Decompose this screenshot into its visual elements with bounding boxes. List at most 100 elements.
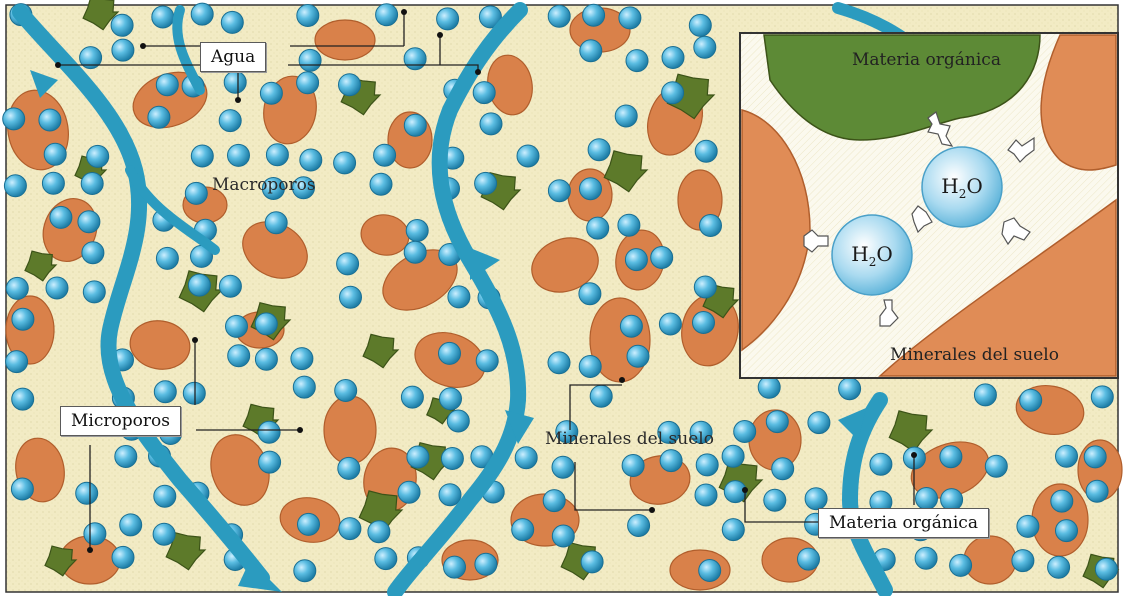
water-droplet (12, 308, 34, 330)
water-droplet (437, 8, 459, 30)
water-droplet (115, 446, 137, 468)
water-droplet (627, 345, 649, 367)
water-droplet (950, 554, 972, 576)
water-droplet (651, 247, 673, 269)
water-droplet (76, 482, 98, 504)
water-droplet (112, 546, 134, 568)
water-droplet (689, 14, 711, 36)
water-droplet (370, 173, 392, 195)
water-droplet (156, 247, 178, 269)
water-droplet (548, 180, 570, 202)
water-droplet (3, 108, 25, 130)
mineral-grain (315, 20, 375, 60)
water-droplet (297, 72, 319, 94)
mineral-grain (324, 396, 376, 464)
water-droplet (722, 519, 744, 541)
water-droplet (694, 276, 716, 298)
water-droplet (339, 518, 361, 540)
water-droplet (191, 3, 213, 25)
water-droplet (444, 556, 466, 578)
water-droplet (221, 11, 243, 33)
water-droplet (476, 350, 498, 372)
water-droplet (297, 5, 319, 27)
water-droplet (579, 356, 601, 378)
water-droplet (517, 145, 539, 167)
water-droplet (154, 485, 176, 507)
water-droplet (258, 421, 280, 443)
water-droplet (87, 145, 109, 167)
water-droplet (44, 143, 66, 165)
water-droplet (374, 144, 396, 166)
water-droplet (694, 36, 716, 58)
water-droplet (188, 274, 210, 296)
water-droplet (152, 6, 174, 28)
water-droplet (300, 149, 322, 171)
water-droplet (12, 388, 34, 410)
water-droplet (112, 39, 134, 61)
water-droplet (590, 385, 612, 407)
water-droplet (338, 457, 360, 479)
water-droplet (6, 277, 28, 299)
water-droplet (475, 553, 497, 575)
water-droplet (473, 82, 495, 104)
water-droplet (265, 212, 287, 234)
inset-label-materia-organica: Materia orgánica (852, 50, 1001, 70)
water-droplet (580, 40, 602, 62)
water-droplet (224, 71, 246, 93)
water-droplet (699, 560, 721, 582)
water-droplet (406, 220, 428, 242)
water-droplet (1012, 550, 1034, 572)
water-droplet (398, 481, 420, 503)
water-droplet (154, 381, 176, 403)
water-droplet (579, 283, 601, 305)
water-droplet (404, 114, 426, 136)
water-droplet (805, 488, 827, 510)
water-droplet (440, 388, 462, 410)
water-droplet (259, 451, 281, 473)
water-droplet (219, 110, 241, 132)
inset-label-minerales-del-suelo: Minerales del suelo (890, 345, 1059, 365)
water-droplet (839, 378, 861, 400)
water-droplet (46, 277, 68, 299)
water-droplet (622, 455, 644, 477)
water-droplet (156, 74, 178, 96)
water-droplet (39, 109, 61, 131)
water-droplet (1084, 446, 1106, 468)
water-droplet (441, 448, 463, 470)
water-droplet (548, 352, 570, 374)
water-droplet (11, 478, 33, 500)
water-droplet (870, 453, 892, 475)
water-droplet (548, 5, 570, 27)
water-droplet (298, 513, 320, 535)
water-droplet (620, 315, 642, 337)
water-droplet (50, 206, 72, 228)
water-droplet (764, 489, 786, 511)
water-droplet (758, 376, 780, 398)
water-droplet (580, 178, 602, 200)
water-droplet (404, 241, 426, 263)
water-droplet (916, 488, 938, 510)
water-droplet (626, 50, 648, 72)
water-droplet (985, 455, 1007, 477)
label-microporos: Microporos (60, 406, 181, 436)
water-droplet (340, 286, 362, 308)
water-droplet (266, 144, 288, 166)
water-droplet (1017, 515, 1039, 537)
water-droplet (299, 49, 321, 71)
water-droplet (808, 412, 830, 434)
water-droplet (1056, 445, 1078, 467)
water-droplet (515, 447, 537, 469)
water-droplet (480, 113, 502, 135)
water-droplet (84, 523, 106, 545)
water-droplet (148, 106, 170, 128)
water-droplet (618, 214, 640, 236)
water-droplet (401, 386, 423, 408)
water-droplet (552, 525, 574, 547)
water-droplet (1091, 386, 1113, 408)
water-droplet (334, 152, 356, 174)
water-droplet (447, 410, 469, 432)
water-droplet (734, 421, 756, 443)
water-droplet (111, 14, 133, 36)
